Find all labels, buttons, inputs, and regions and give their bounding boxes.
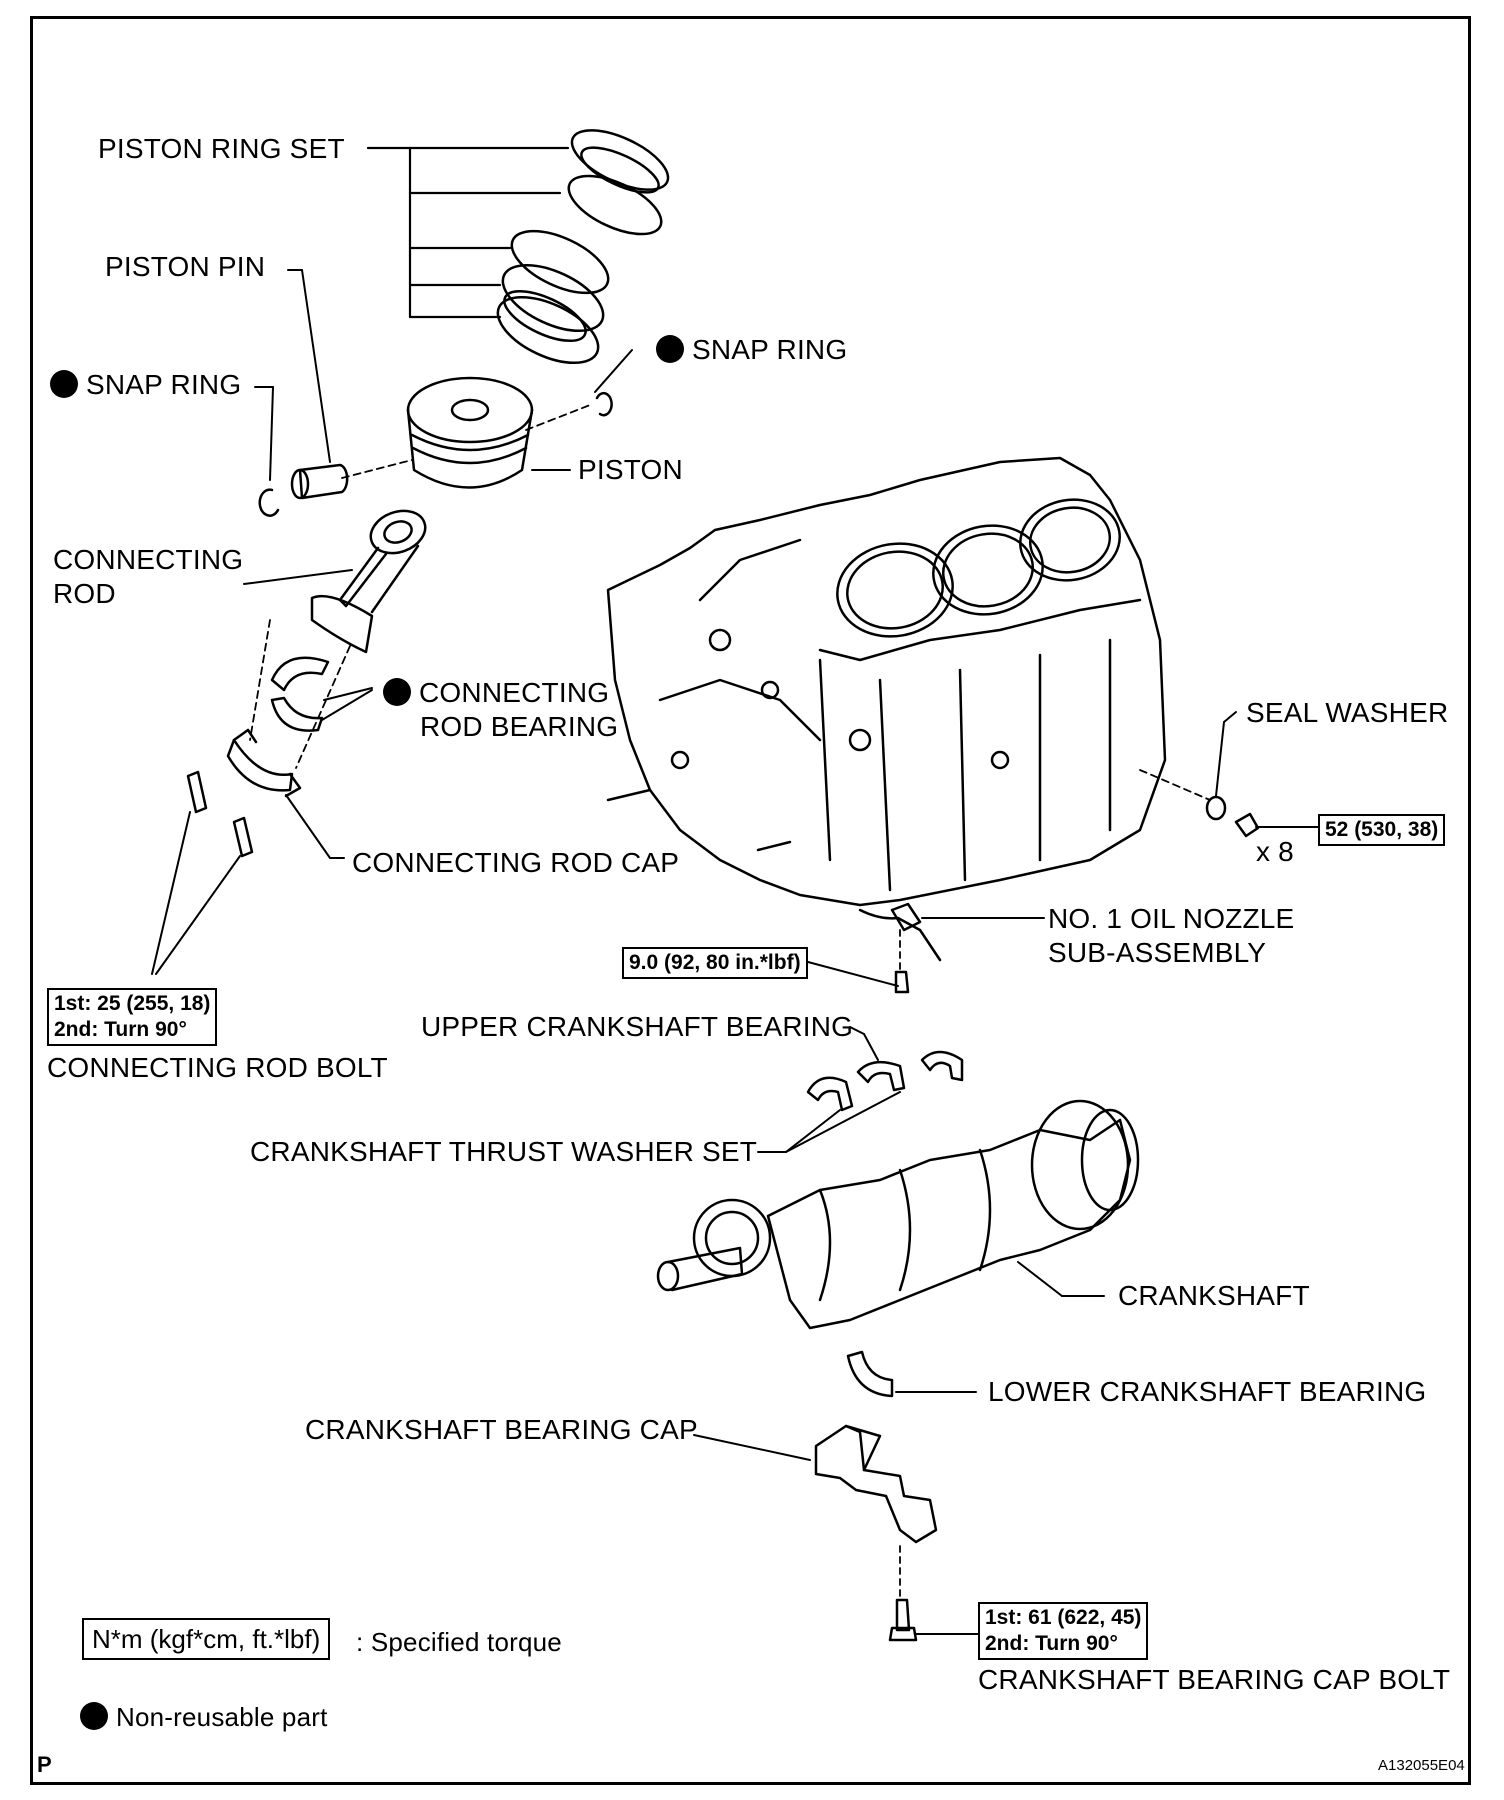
nonreusable-dot-icon [50, 370, 78, 398]
label-connecting-rod-bearing-line1: CONNECTING [383, 677, 609, 709]
label-connecting-rod-bearing-line2: ROD BEARING [420, 711, 619, 742]
label-snap-ring-left: SNAP RING [50, 369, 241, 401]
upper-crankshaft-bearing [806, 1026, 964, 1112]
torque-rod-bolt-second: 2nd: Turn 90° [54, 1018, 187, 1041]
torque-connecting-rod-bolt: 1st: 25 (255, 18) 2nd: Turn 90° [47, 988, 218, 1046]
seal-washer-bolt [1234, 812, 1319, 838]
seal-washer [1205, 711, 1237, 821]
crankshaft-bearing-cap [693, 1424, 938, 1601]
cylinder-block [606, 456, 1211, 907]
connecting-rod-cap [226, 619, 351, 859]
label-crankshaft-bearing-cap: CRANKSHAFT BEARING CAP [305, 1414, 698, 1445]
crankshaft-bearing-cap-bolt [888, 1598, 985, 1642]
label-seal-washer: SEAL WASHER [1246, 697, 1449, 728]
label-oil-nozzle-line1: NO. 1 OIL NOZZLE [1048, 903, 1295, 934]
figure-id: A132055E04 [1378, 1757, 1465, 1774]
label-connecting-rod-bolt: CONNECTING ROD BOLT [47, 1052, 388, 1083]
connecting-rod [243, 509, 427, 654]
label-times-eight: x 8 [1256, 836, 1294, 867]
thrust-washer-leader [757, 1091, 901, 1153]
nonreusable-dot-icon [383, 678, 411, 706]
label-snap-ring-right: SNAP RING [656, 334, 847, 366]
label-crankshaft-thrust-washer-set: CRANKSHAFT THRUST WASHER SET [250, 1136, 758, 1167]
label-lower-crankshaft-bearing: LOWER CRANKSHAFT BEARING [988, 1376, 1427, 1407]
piston-pin [287, 269, 591, 500]
crankshaft [656, 1099, 1140, 1330]
snap-ring-left [254, 386, 280, 517]
label-piston-pin: PISTON PIN [105, 251, 266, 282]
label-connecting-rod-line2: ROD [53, 578, 116, 609]
label-piston: PISTON [578, 454, 683, 485]
label-crankshaft: CRANKSHAFT [1118, 1280, 1310, 1311]
torque-rod-bolt-first: 1st: 25 (255, 18) [54, 992, 211, 1015]
label-upper-crankshaft-bearing: UPPER CRANKSHAFT BEARING [421, 1011, 854, 1042]
torque-cap-bolt-first: 1st: 61 (622, 45) [985, 1606, 1142, 1629]
piston-ring-set [496, 129, 670, 365]
label-oil-nozzle-line2: SUB-ASSEMBLY [1048, 937, 1267, 968]
connecting-rod-bolts [151, 770, 254, 975]
snap-ring-right [594, 349, 633, 417]
torque-seal-washer-bolt: 52 (530, 38) [1318, 814, 1446, 846]
oil-nozzle [807, 902, 1045, 994]
connecting-rod-bearing [270, 656, 373, 732]
page-mark: P [37, 1752, 52, 1777]
label-connecting-rod-cap: CONNECTING ROD CAP [352, 847, 680, 878]
legend-torque-desc: : Specified torque [356, 1627, 562, 1657]
ring-set-bracket [366, 146, 570, 319]
nonreusable-dot-icon [80, 1702, 108, 1730]
label-piston-ring-set: PISTON RING SET [98, 133, 345, 164]
piston [406, 376, 571, 489]
label-crankshaft-bearing-cap-bolt: CRANKSHAFT BEARING CAP BOLT [978, 1664, 1451, 1695]
legend-torque-unit: N*m (kgf*cm, ft.*lbf) [82, 1618, 331, 1660]
label-connecting-rod-line1: CONNECTING [53, 544, 244, 575]
nonreusable-dot-icon [656, 335, 684, 363]
lower-crankshaft-bearing [846, 1350, 977, 1398]
legend-nonreusable: Non-reusable part [80, 1701, 328, 1733]
torque-cap-bolt-second: 2nd: Turn 90° [985, 1632, 1118, 1655]
torque-oil-nozzle-bolt: 9.0 (92, 80 in.*lbf) [622, 947, 808, 979]
torque-crankshaft-bearing-cap-bolt: 1st: 61 (622, 45) 2nd: Turn 90° [978, 1602, 1149, 1660]
diagram-frame [30, 16, 1471, 1785]
